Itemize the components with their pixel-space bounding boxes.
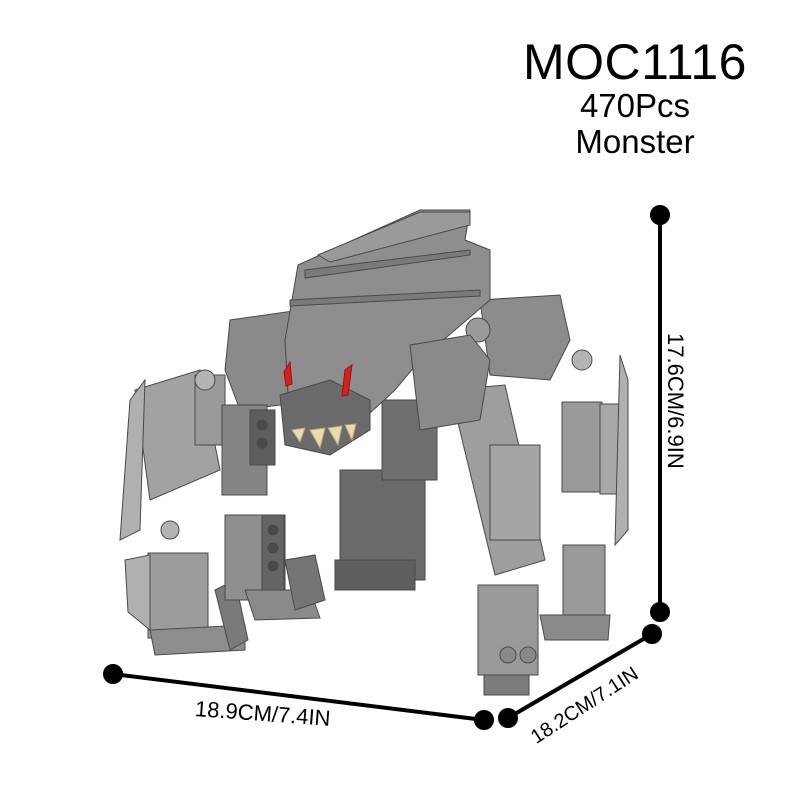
piece-count: 470Pcs <box>579 87 691 124</box>
product-code: MOC1116 <box>523 34 747 90</box>
product-title-block: MOC1116 470Pcs Monster <box>510 36 760 160</box>
height-dimension-label: 17.6CM/6.9IN <box>663 333 688 469</box>
monster-model <box>119 209 629 696</box>
dimension-lines <box>103 205 670 730</box>
product-name: Monster <box>575 123 695 160</box>
